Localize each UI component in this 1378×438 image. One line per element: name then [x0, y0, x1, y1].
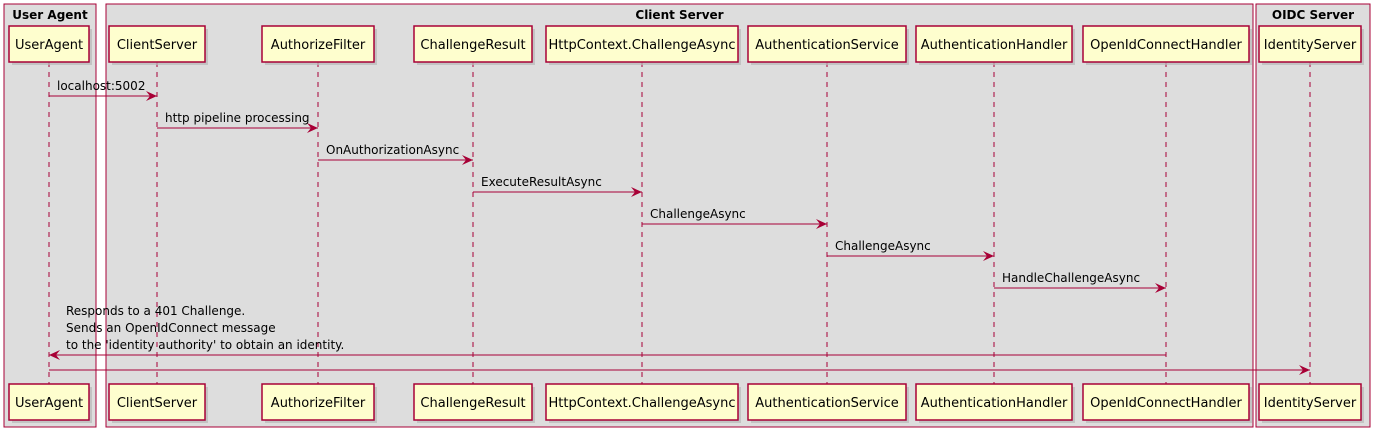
participant-box: [413, 383, 533, 421]
participant-label: ClientServer: [117, 38, 198, 53]
participant-identityserver-top: IdentityServer: [1258, 25, 1364, 65]
participant-openidconnecthandler-bottom: OpenIdConnectHandler: [1082, 383, 1252, 423]
participant-label: AuthenticationHandler: [921, 38, 1068, 53]
group-title: User Agent: [12, 8, 88, 22]
participant-label: ChallengeResult: [420, 38, 525, 53]
participant-box: [747, 383, 907, 421]
participant-label: AuthenticationService: [755, 38, 898, 53]
participants-layer: UserAgentUserAgentClientServerClientServ…: [8, 25, 1364, 423]
lifelines-layer: [48, 62, 1311, 384]
participant-box: [545, 383, 739, 421]
participant-useragent-top: UserAgent: [8, 25, 92, 65]
participant-authenticationservice-top: AuthenticationService: [747, 25, 909, 65]
participant-clientserver-bottom: ClientServer: [108, 383, 208, 423]
participant-label: OpenIdConnectHandler: [1090, 396, 1242, 411]
participant-challengeresult-bottom: ChallengeResult: [413, 383, 535, 423]
participant-authorizefilter-bottom: AuthorizeFilter: [261, 383, 377, 423]
group-title: OIDC Server: [1272, 8, 1354, 22]
participant-label: AuthenticationService: [755, 396, 898, 411]
participant-authenticationhandler-top: AuthenticationHandler: [915, 25, 1075, 65]
participant-box: [8, 25, 90, 63]
participant-box: [261, 25, 375, 63]
participant-box: [1258, 383, 1362, 421]
group-box: [105, 3, 1254, 428]
participant-label: UserAgent: [15, 38, 83, 53]
participant-label: OpenIdConnectHandler: [1090, 38, 1242, 53]
message-label: ExecuteResultAsync: [481, 175, 602, 189]
participant-box: [108, 25, 206, 63]
participant-label: UserAgent: [15, 396, 83, 411]
participant-box: [747, 25, 907, 63]
participant-label: HttpContext.ChallengeAsync: [548, 38, 735, 53]
groups-layer: User Agent Client Server OIDC Server: [3, 3, 1371, 428]
participant-identityserver-bottom: IdentityServer: [1258, 383, 1364, 423]
participant-box: [8, 383, 90, 421]
participant-label: AuthorizeFilter: [271, 38, 366, 53]
group-box: [3, 3, 97, 428]
message-authenticationhandler-to-openidconnecthandler: HandleChallengeAsync: [994, 271, 1166, 293]
participant-clientserver-top: ClientServer: [108, 25, 208, 65]
participant-challengeresult-top: ChallengeResult: [413, 25, 535, 65]
message-label: OnAuthorizationAsync: [326, 143, 459, 157]
participant-box: [915, 25, 1073, 63]
participant-useragent-bottom: UserAgent: [8, 383, 92, 423]
participant-box: [413, 25, 533, 63]
message-useragent-to-clientserver: localhost:5002: [49, 79, 157, 101]
participant-box: [545, 25, 739, 63]
messages-layer: localhost:5002 http pipeline processingOn…: [49, 79, 1310, 375]
participant-openidconnecthandler-top: OpenIdConnectHandler: [1082, 25, 1252, 65]
message-httpcontext-challengeasync-to-authenticationservice: ChallengeAsync: [642, 207, 827, 229]
group-user-agent: User Agent: [3, 3, 97, 428]
message-challengeresult-to-httpcontext-challengeasync: ExecuteResultAsync: [473, 175, 642, 197]
message-label: HandleChallengeAsync: [1002, 271, 1140, 285]
participant-httpcontext-challengeasync-bottom: HttpContext.ChallengeAsync: [545, 383, 741, 423]
participant-authorizefilter-top: AuthorizeFilter: [261, 25, 377, 65]
participant-box: [1082, 25, 1250, 63]
message-label: localhost:5002: [57, 79, 145, 93]
participant-httpcontext-challengeasync-top: HttpContext.ChallengeAsync: [545, 25, 741, 65]
message-authorizefilter-to-challengeresult: OnAuthorizationAsync: [318, 143, 473, 165]
message-label: to the 'identity authority' to obtain an…: [66, 338, 344, 352]
participant-box: [915, 383, 1073, 421]
message-label: ChallengeAsync: [835, 239, 931, 253]
message-label: Sends an OpenIdConnect message: [66, 321, 276, 335]
message-label: Responds to a 401 Challenge.: [66, 304, 245, 318]
message-authenticationservice-to-authenticationhandler: ChallengeAsync: [827, 239, 994, 261]
participant-label: ChallengeResult: [420, 396, 525, 411]
participant-label: IdentityServer: [1264, 396, 1357, 411]
message-clientserver-to-authorizefilter: http pipeline processing: [157, 111, 318, 133]
participant-label: AuthorizeFilter: [271, 396, 366, 411]
group-oidc-server: OIDC Server: [1255, 3, 1371, 428]
message-openidconnecthandler-to-useragent: Responds to a 401 Challenge. Sends an Ope…: [49, 304, 1166, 360]
message-label: ChallengeAsync: [650, 207, 746, 221]
participant-label: HttpContext.ChallengeAsync: [548, 396, 735, 411]
participant-label: ClientServer: [117, 396, 198, 411]
participant-box: [261, 383, 375, 421]
group-client-server: Client Server: [105, 3, 1254, 428]
participant-label: AuthenticationHandler: [921, 396, 1068, 411]
message-label: http pipeline processing: [165, 111, 310, 125]
participant-box: [1082, 383, 1250, 421]
group-title: Client Server: [635, 8, 723, 22]
participant-label: IdentityServer: [1264, 38, 1357, 53]
participant-box: [108, 383, 206, 421]
participant-authenticationhandler-bottom: AuthenticationHandler: [915, 383, 1075, 423]
participant-authenticationservice-bottom: AuthenticationService: [747, 383, 909, 423]
group-box: [1255, 3, 1371, 428]
participant-box: [1258, 25, 1362, 63]
